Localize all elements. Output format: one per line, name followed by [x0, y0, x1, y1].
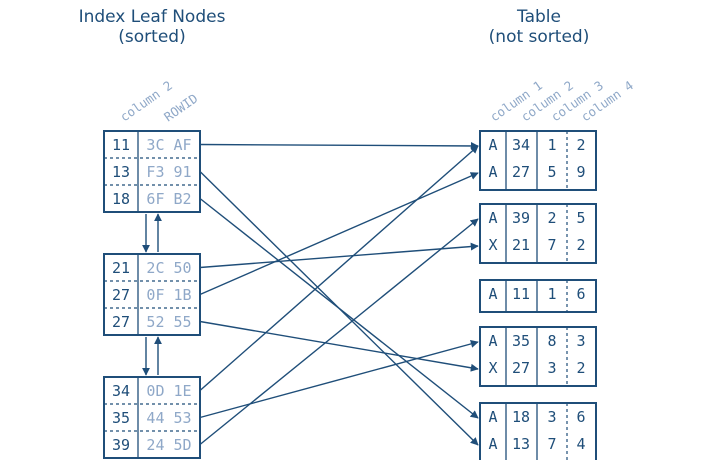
table-block-frame	[479, 326, 597, 387]
rowid-link-arrow	[199, 172, 479, 296]
table-cell: X	[488, 359, 497, 377]
table-cell: X	[488, 236, 497, 254]
table-block-frame	[479, 279, 597, 313]
table-cell: 4	[576, 435, 585, 453]
index-node-frame	[103, 130, 201, 213]
table-cell: 8	[547, 332, 556, 350]
table-cell: A	[488, 209, 497, 227]
table-cell: 6	[576, 408, 585, 426]
index-rowid: 2C 50	[146, 259, 191, 277]
index-rowid: 52 55	[146, 313, 191, 331]
table-block-frame	[479, 130, 597, 191]
index-key: 13	[112, 163, 130, 181]
table-cell: A	[488, 435, 497, 453]
table-cell: A	[488, 163, 497, 181]
index-column-header-rowid: ROWID	[161, 91, 200, 125]
table-cell: A	[488, 285, 497, 303]
index-rowid: 0F 1B	[146, 286, 191, 304]
table-cell: 13	[512, 435, 530, 453]
index-key: 27	[112, 286, 130, 304]
index-leaf-node: 34 0D 1E 35 44 53 39 24 5D	[103, 376, 201, 459]
rowid-links	[199, 141, 479, 446]
index-key: 39	[112, 436, 130, 454]
table-cell: 9	[576, 163, 585, 181]
index-key: 34	[112, 382, 130, 400]
index-leaf-node: 11 3C AF 13 F3 91 18 6F B2	[103, 130, 201, 213]
table-cell: 1	[547, 285, 556, 303]
index-title: Index Leaf Nodes (sorted)	[79, 7, 226, 47]
table-cell: A	[488, 332, 497, 350]
table-cell: 27	[512, 359, 530, 377]
index-rowid: 24 5D	[146, 436, 191, 454]
table-cell: 6	[576, 285, 585, 303]
table-cell: 21	[512, 236, 530, 254]
table-block-frame	[479, 402, 597, 460]
table-column-headers: column 1 column 2 column 3 column 4	[487, 78, 636, 125]
index-rowid: 6F B2	[146, 190, 191, 208]
index-leaf-nodes: 11 3C AF 13 F3 91 18 6F B2 21 2C 50 27 0F 1B 27 52 …	[103, 130, 201, 459]
index-node-frame	[103, 376, 201, 459]
table-cell: 18	[512, 408, 530, 426]
table-cell: 3	[547, 359, 556, 377]
index-key: 11	[112, 136, 130, 154]
index-rowid: 44 53	[146, 409, 191, 427]
index-title-line2: (sorted)	[118, 27, 185, 47]
index-rowid: 3C AF	[146, 136, 191, 154]
rowid-link-arrow	[199, 320, 479, 372]
rowid-link-arrow	[199, 242, 479, 269]
rowid-link-arrow	[199, 340, 479, 419]
index-rowid: F3 91	[146, 163, 191, 181]
rowid-link-arrow	[199, 218, 479, 446]
index-leaf-node: 21 2C 50 27 0F 1B 27 52 55	[103, 253, 201, 336]
table-cell: 35	[512, 332, 530, 350]
table-title: Table (not sorted)	[489, 7, 590, 47]
table-cell: 39	[512, 209, 530, 227]
table-cell: 5	[547, 163, 556, 181]
rowid-link-arrow	[199, 141, 479, 150]
rowid-link-arrow	[199, 197, 479, 419]
index-key: 35	[112, 409, 130, 427]
index-rowid: 0D 1E	[146, 382, 191, 400]
table-cell: 3	[547, 408, 556, 426]
table-cell: 2	[576, 236, 585, 254]
table-cell: 34	[512, 136, 530, 154]
table-cell: 5	[576, 209, 585, 227]
table-cell: 3	[576, 332, 585, 350]
table-title-line2: (not sorted)	[489, 27, 590, 47]
index-key: 21	[112, 259, 130, 277]
index-title-line1: Index Leaf Nodes	[79, 7, 226, 27]
leaf-chain	[142, 213, 162, 376]
table-cell: 7	[547, 435, 556, 453]
table-cell: 27	[512, 163, 530, 181]
table-cell: 1	[547, 136, 556, 154]
table-cell: 2	[576, 359, 585, 377]
table-cell: A	[488, 136, 497, 154]
table-cell: 2	[576, 136, 585, 154]
table-cell: A	[488, 408, 497, 426]
index-column-headers: column 2 ROWID	[117, 78, 200, 125]
table-cell: 11	[512, 285, 530, 303]
index-key: 18	[112, 190, 130, 208]
table-block-frame	[479, 203, 597, 264]
table-cell: 7	[547, 236, 556, 254]
table-cell: 2	[547, 209, 556, 227]
index-key: 27	[112, 313, 130, 331]
table-block: A 39 2 5X 21 7 2	[479, 203, 597, 264]
index-node-frame	[103, 253, 201, 336]
rowid-link-arrow	[199, 145, 479, 392]
table-title-line1: Table	[516, 7, 561, 27]
